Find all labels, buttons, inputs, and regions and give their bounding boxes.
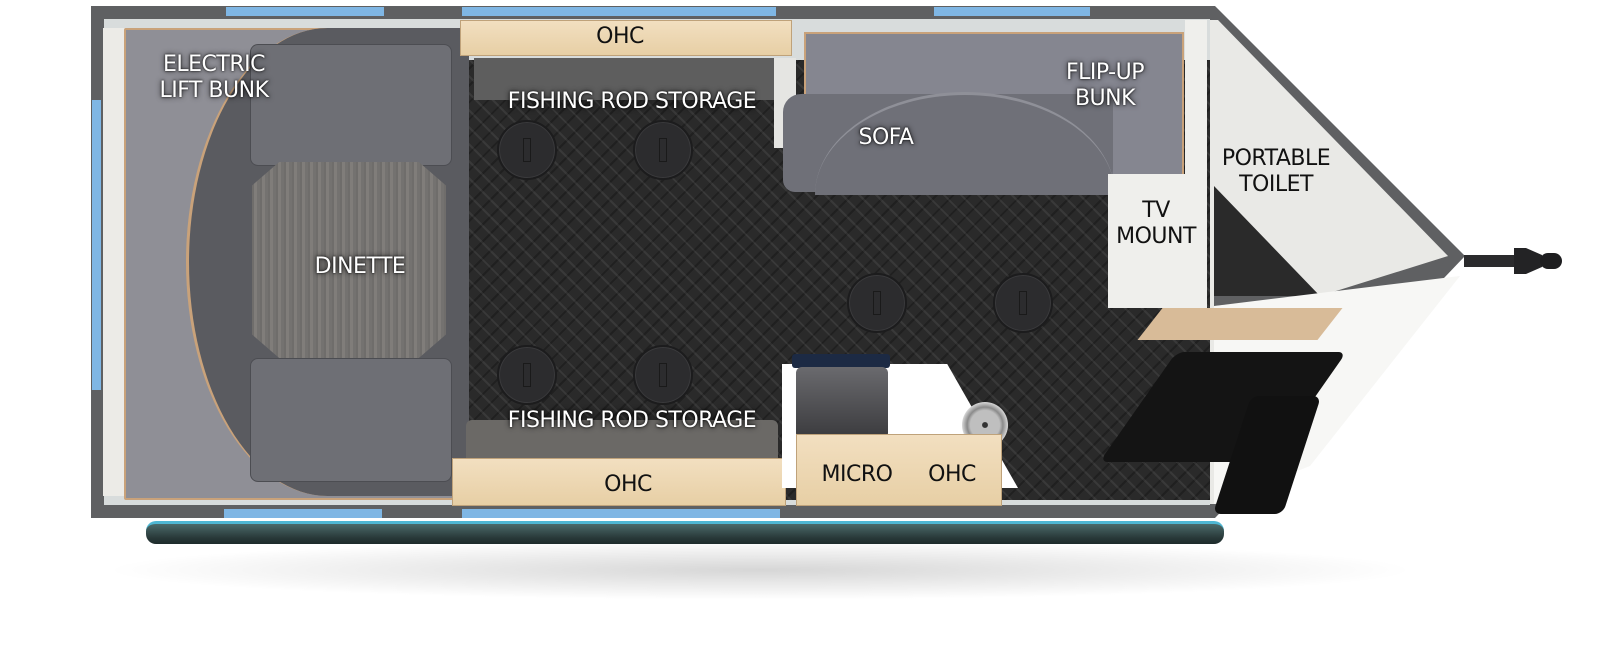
window-top-3 (934, 7, 1090, 16)
fishing-rod-storage-top (474, 58, 776, 100)
dinette-seat-bottom (250, 358, 452, 482)
ground-shadow (100, 540, 1420, 600)
floor-seat-socket-icon (497, 120, 557, 180)
awning-rail (146, 521, 1224, 544)
dinette-table (252, 162, 446, 358)
label-micro: MICRO (821, 462, 893, 487)
window-rear (92, 100, 101, 390)
entry-shelf (1137, 308, 1343, 340)
window-top-2 (462, 7, 776, 16)
hitch-icon (1464, 248, 1562, 274)
fishing-rod-storage-bottom (466, 420, 778, 462)
microwave-ohc-cabinet (796, 434, 1002, 506)
floor-seat-socket-icon (993, 273, 1053, 333)
floor-seat-socket-icon (847, 273, 907, 333)
cooktop-icon (792, 354, 890, 368)
ohc-bottom (452, 458, 786, 506)
label-ohc-top: OHC (596, 24, 644, 49)
label-dinette: DINETTE (314, 254, 406, 279)
label-ohc-bottom: OHC (604, 472, 652, 497)
dinette-seat-top (250, 44, 452, 166)
label-portable-toilet: PORTABLE TOILET (1221, 146, 1331, 197)
label-flip-up-bunk: FLIP-UP BUNK (1066, 60, 1145, 111)
window-bottom-1 (224, 509, 382, 518)
ohc-top (460, 20, 792, 56)
label-electric-lift-bunk: ELECTRIC LIFT BUNK (159, 52, 269, 103)
label-fishing-rod-storage-bottom: FISHING ROD STORAGE (507, 408, 757, 433)
window-top-1 (226, 7, 384, 16)
floor-seat-socket-icon (633, 345, 693, 405)
floor-seat-socket-icon (497, 345, 557, 405)
label-sofa: SOFA (858, 125, 914, 150)
floor-seat-socket-icon (633, 120, 693, 180)
rear-wall-panel (103, 28, 125, 496)
label-ohc-kitchen: OHC (928, 462, 976, 487)
label-fishing-rod-storage-top: FISHING ROD STORAGE (507, 89, 757, 114)
tv-mount (1108, 174, 1204, 308)
window-bottom-2 (462, 509, 780, 518)
sink-icon (796, 367, 888, 439)
label-tv-mount: TV MOUNT (1116, 198, 1196, 249)
